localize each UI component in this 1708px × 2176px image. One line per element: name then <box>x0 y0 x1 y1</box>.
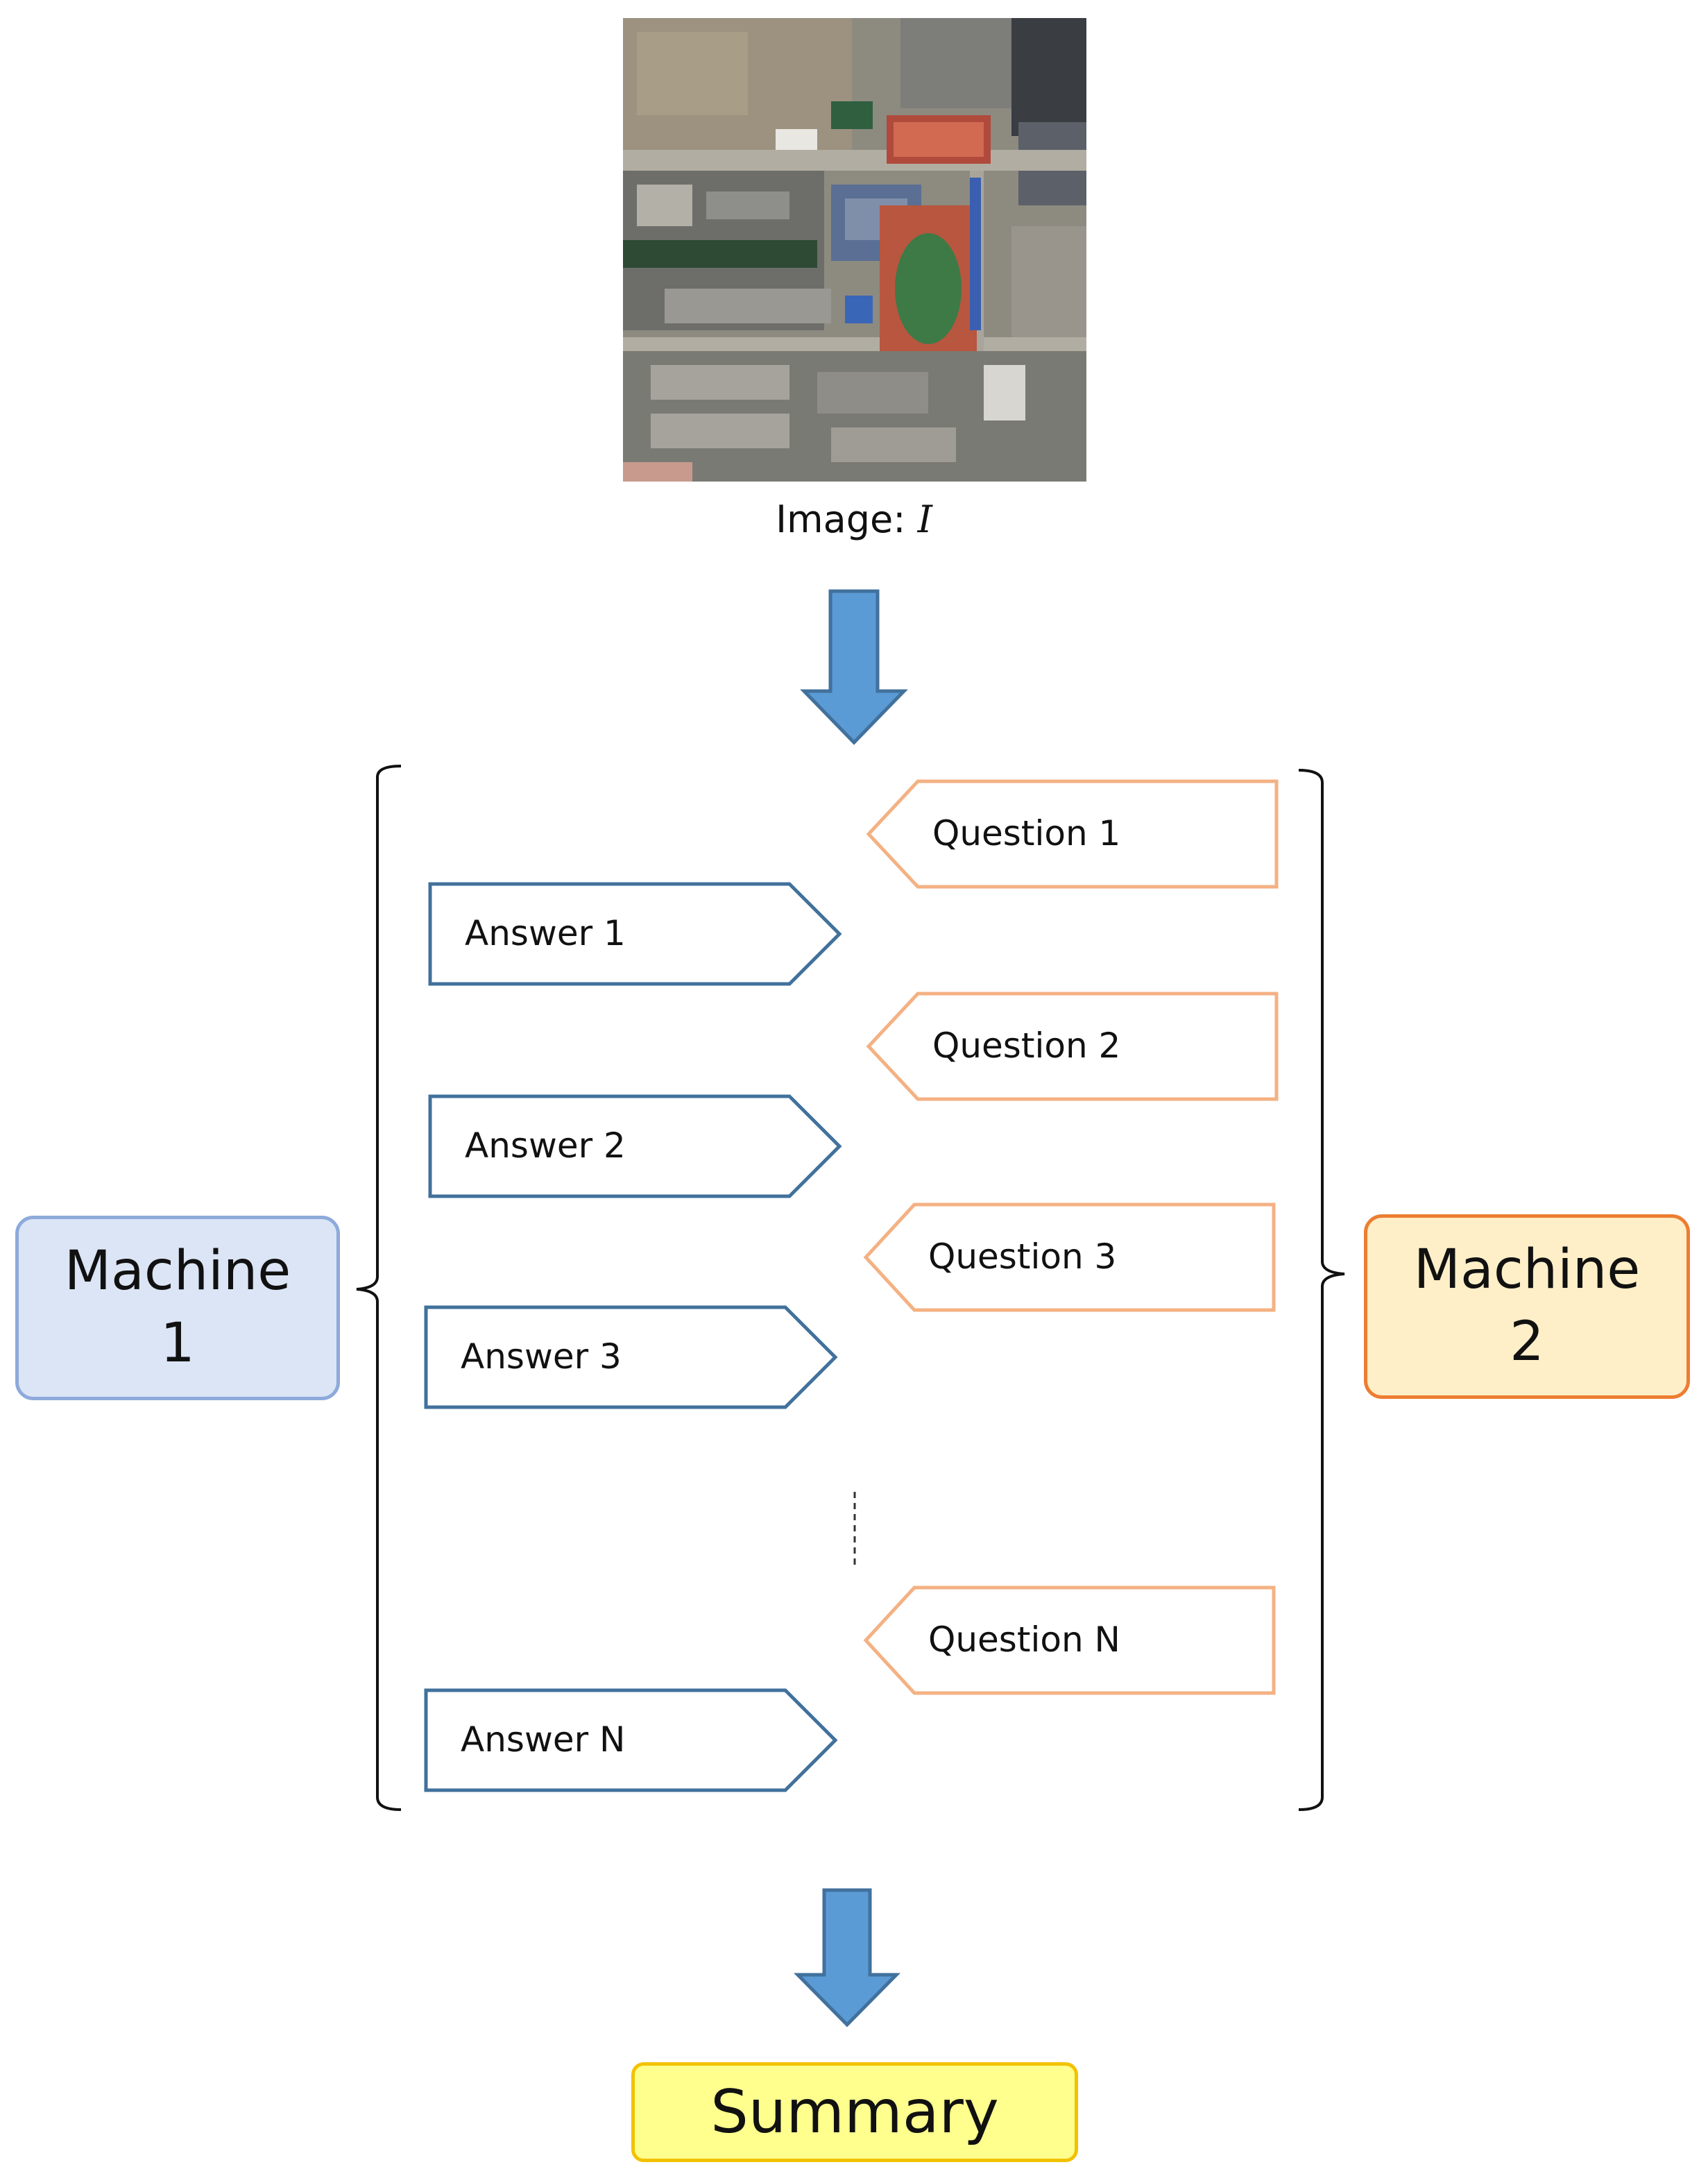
machine-1-line2: 1 <box>160 1312 195 1375</box>
answer-n-label: Answer N <box>461 1719 626 1760</box>
machine-2-line1: Machine <box>1413 1239 1641 1302</box>
question-3-label: Question 3 <box>928 1236 1117 1277</box>
question-3-shape <box>863 1202 1276 1312</box>
answer-1-shape <box>428 882 842 986</box>
question-1-shape <box>866 779 1279 889</box>
image-caption-prefix: Image: <box>776 498 906 541</box>
machine-1-box: Machine 1 <box>15 1216 340 1400</box>
question-2-label: Question 2 <box>932 1026 1121 1066</box>
question-2-shape <box>866 992 1279 1101</box>
question-n-shape <box>863 1586 1276 1695</box>
summary-box: Summary <box>631 2062 1078 2162</box>
machine-2-line2: 2 <box>1510 1311 1544 1373</box>
answer-3-label: Answer 3 <box>461 1336 622 1377</box>
answer-3-shape <box>424 1305 838 1409</box>
machine-1-line1: Machine <box>64 1240 291 1303</box>
left-bracket <box>356 765 402 1811</box>
question-1-label: Question 1 <box>932 813 1121 853</box>
answer-1-label: Answer 1 <box>465 913 626 953</box>
answer-n-shape <box>424 1688 838 1792</box>
image-caption: Image: I <box>0 501 1708 538</box>
right-bracket <box>1298 769 1345 1811</box>
answer-2-label: Answer 2 <box>465 1125 626 1166</box>
aerial-image <box>623 18 1086 482</box>
down-arrow-top <box>800 589 908 745</box>
question-n-label: Question N <box>928 1620 1120 1660</box>
down-arrow-bottom <box>794 1888 900 2028</box>
summary-label: Summary <box>710 2077 999 2147</box>
machine-2-box: Machine 2 <box>1364 1214 1690 1399</box>
aerial-image-drawing <box>623 18 1086 482</box>
answer-2-shape <box>428 1094 842 1198</box>
image-caption-symbol: I <box>917 498 932 541</box>
